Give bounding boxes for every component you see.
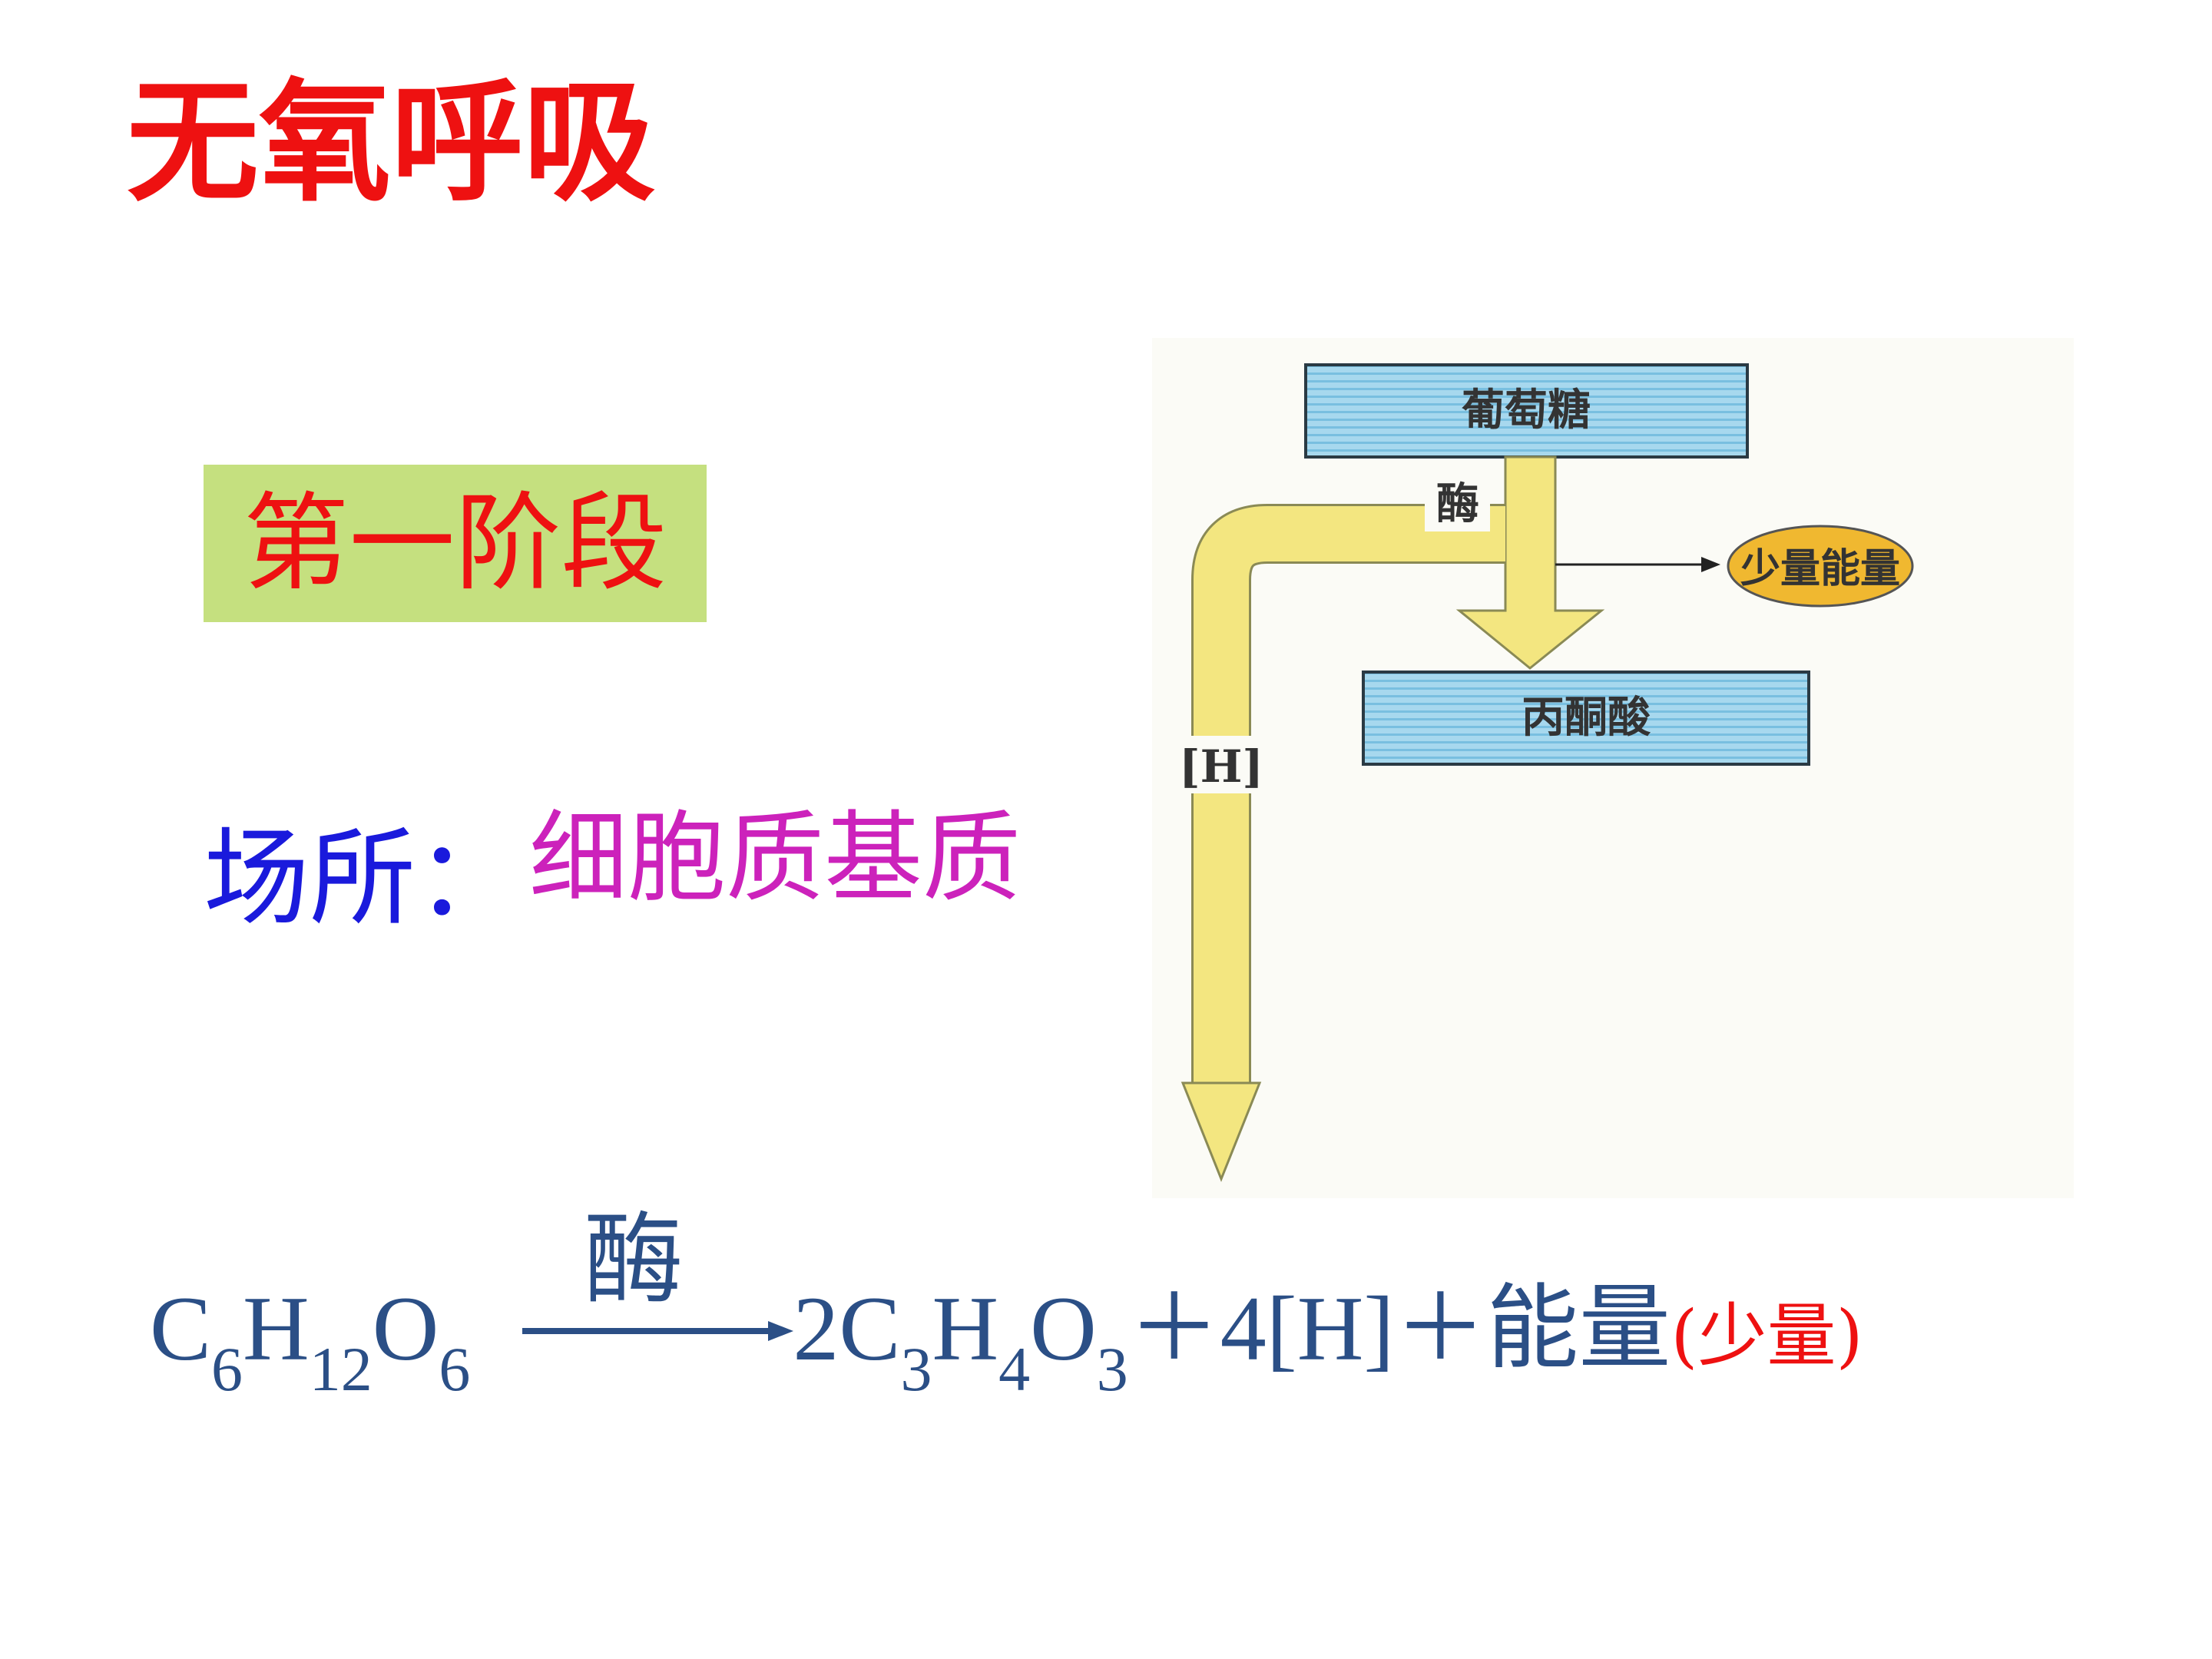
reactant-h: H <box>243 1277 310 1379</box>
hydrogen-label: [H] <box>1179 740 1263 793</box>
glucose-label: 葡萄糖 <box>1462 385 1591 435</box>
stage-label: 第一阶段 <box>243 481 667 605</box>
product-o: O <box>1030 1277 1097 1379</box>
energy-arrow <box>1555 557 1720 572</box>
stage-badge: 第一阶段 <box>204 465 707 622</box>
reaction-arrow <box>522 1321 793 1341</box>
location-line: 场所：细胞质基质 <box>204 810 1021 932</box>
reactant-c-count: 6 <box>211 1334 243 1404</box>
reactant-o-count: 6 <box>439 1334 471 1404</box>
energy-ellipse: 少量能量 <box>1727 525 1914 608</box>
product-h: H <box>932 1277 999 1379</box>
reactant-o: O <box>372 1277 439 1379</box>
equation-enzyme: 酶 <box>584 1201 684 1318</box>
energy-product: 能量 <box>1486 1277 1671 1379</box>
plus-sign-2: ＋ <box>1394 1277 1487 1379</box>
enzyme-label-bg <box>1425 470 1490 531</box>
plus-sign-1: ＋ <box>1128 1277 1220 1379</box>
product-coefficient: 2 <box>793 1277 839 1379</box>
energy-label: 少量能量 <box>1740 545 1900 592</box>
energy-note: (少量) <box>1671 1296 1863 1376</box>
product-o-count: 3 <box>1096 1334 1128 1404</box>
enzyme-label: 酶 <box>1436 478 1479 529</box>
location-label: 场所： <box>204 816 522 940</box>
diagram-background <box>1152 338 2074 1198</box>
pyruvate-box: 丙酮酸 <box>1362 671 1810 766</box>
hydrogen-label-bg <box>1187 736 1256 793</box>
product-c: C <box>839 1277 901 1379</box>
hydrogen-product: 4[H] <box>1220 1277 1395 1379</box>
reactant-c: C <box>150 1277 212 1379</box>
glucose-box: 葡萄糖 <box>1304 363 1749 459</box>
slide-title: 无氧呼吸 <box>127 65 655 220</box>
product-c-count: 3 <box>900 1334 932 1404</box>
yellow-flow-arrow <box>1181 455 1605 1183</box>
glycolysis-diagram: 葡萄糖 酶 少量能量 丙酮酸 [H] <box>1152 338 2074 1198</box>
product-h-count: 4 <box>998 1334 1031 1404</box>
reactant-h-count: 12 <box>309 1334 373 1404</box>
pyruvate-label: 丙酮酸 <box>1522 692 1651 743</box>
location-value: 细胞质基质 <box>529 801 1022 916</box>
